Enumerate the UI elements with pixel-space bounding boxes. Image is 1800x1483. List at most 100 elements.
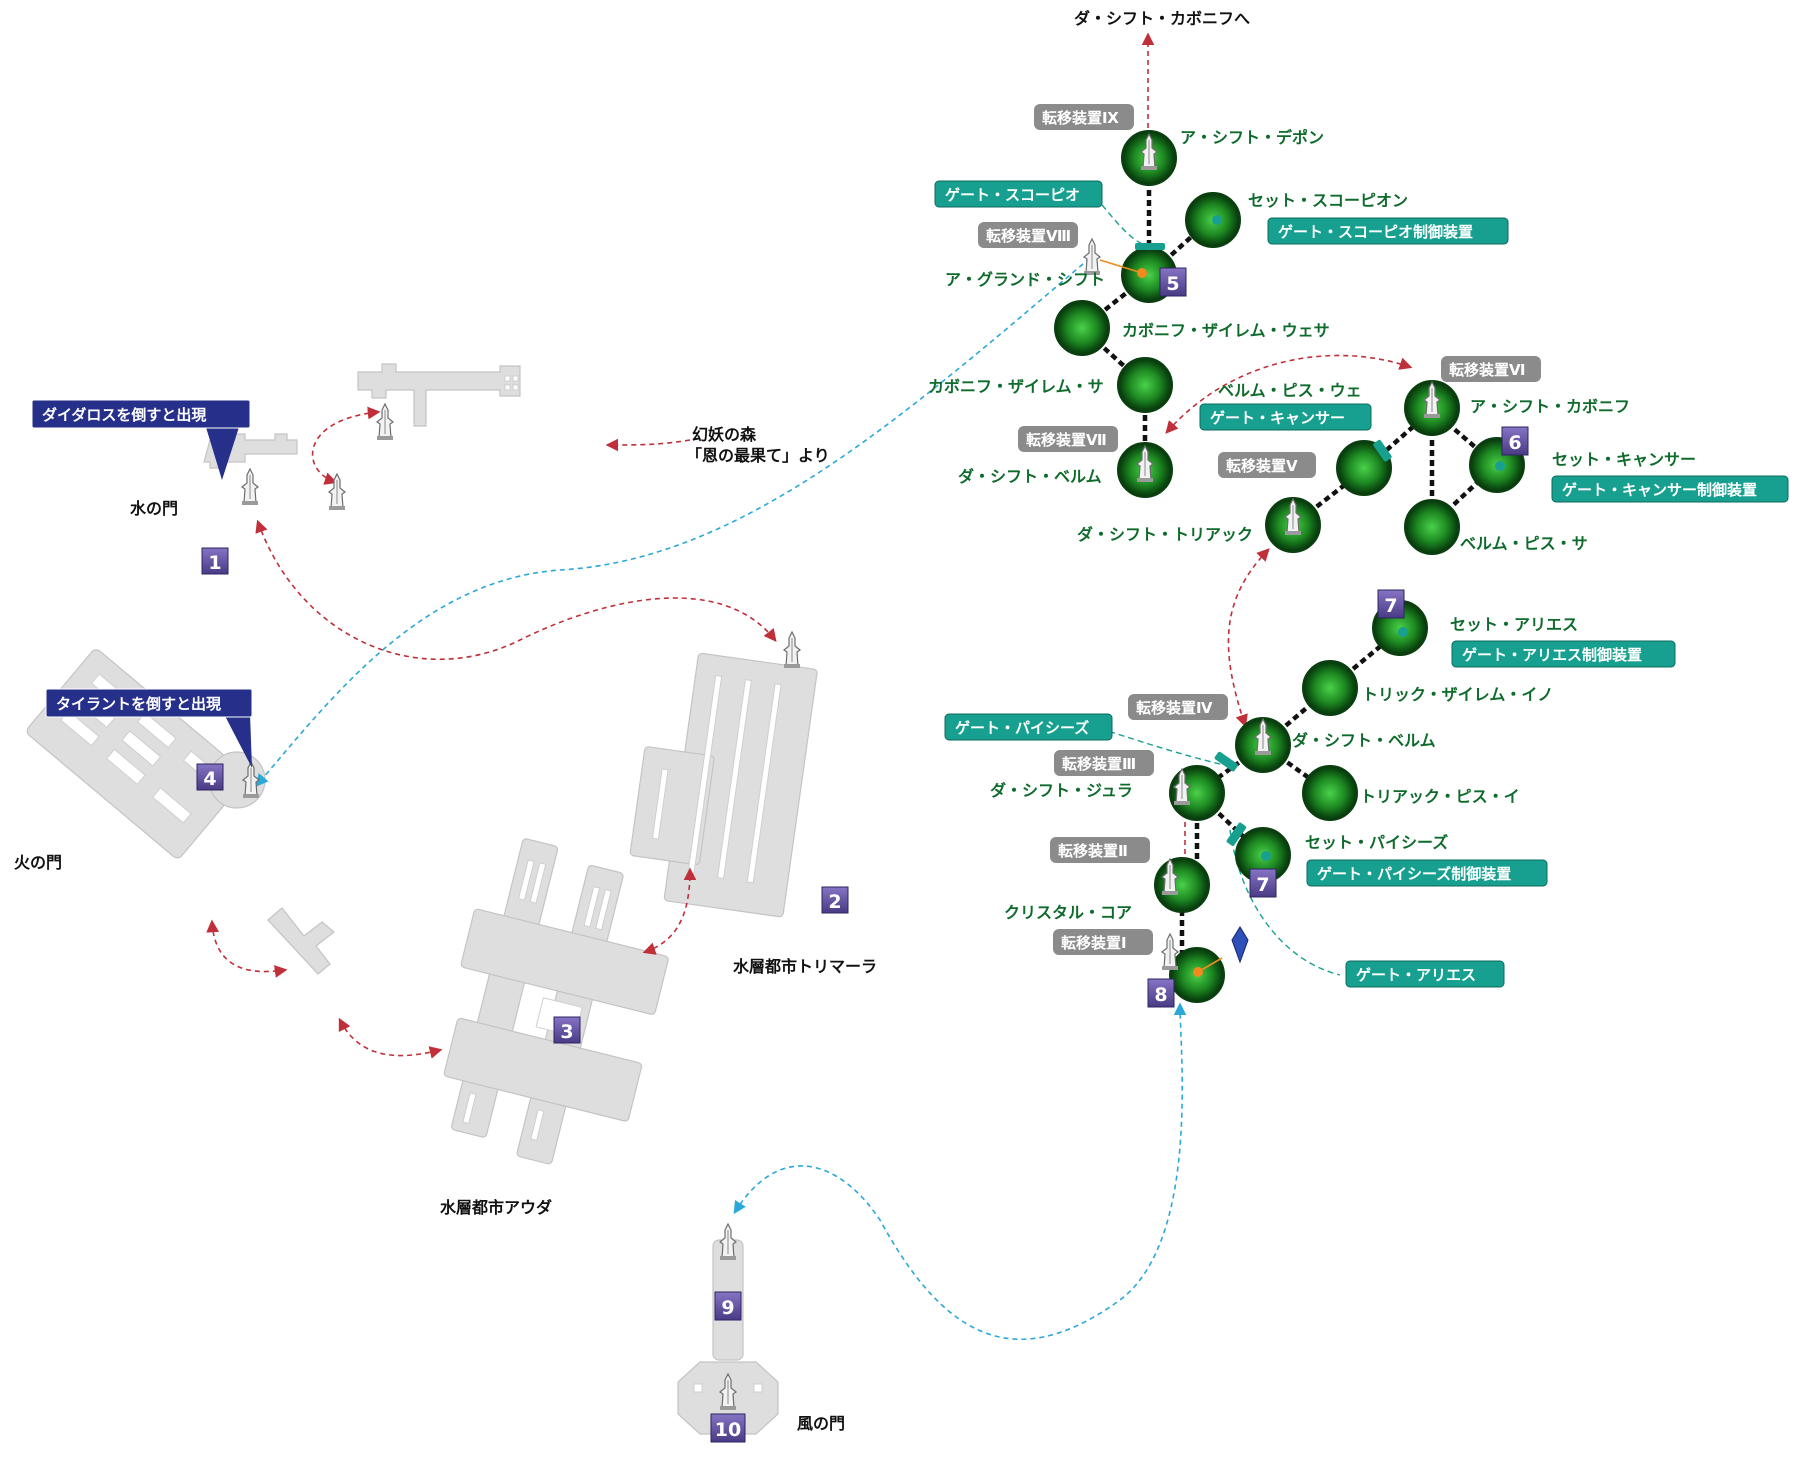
marker-2: 2 (821, 886, 849, 914)
gate-pisces-ctrl: ゲート・パイシーズ制御装置 (1306, 859, 1548, 887)
svg-text:ダイダロスを倒すと出現: ダイダロスを倒すと出現 (42, 406, 206, 424)
svg-text:ゲート・アリエス: ゲート・アリエス (1356, 966, 1476, 984)
svg-text:ダ・シフト・トリアック: ダ・シフト・トリアック (1077, 525, 1253, 544)
callout-daidalos: ダイダロスを倒すと出現 (31, 399, 251, 480)
svg-text:ア・シフト・デポン: ア・シフト・デポン (1180, 128, 1324, 147)
svg-text:転移装置Ⅸ: 転移装置Ⅸ (1042, 109, 1119, 127)
svg-text:ア・グランド・シフト: ア・グランド・シフト (945, 270, 1105, 289)
svg-text:ベルム・ピス・ウェ: ベルム・ピス・ウェ (1218, 381, 1362, 400)
svg-text:転移装置Ⅷ: 転移装置Ⅷ (986, 227, 1071, 245)
node-kabonif-sa (1117, 357, 1173, 413)
svg-text:ダ・シフト・ベルム: ダ・シフト・ベルム (1292, 731, 1436, 750)
svg-text:セット・キャンサー: セット・キャンサー (1552, 450, 1696, 469)
svg-text:転移装置Ⅲ: 転移装置Ⅲ (1062, 755, 1136, 773)
node-triack-pis-i (1302, 765, 1358, 821)
svg-text:7: 7 (1256, 874, 1269, 896)
svg-text:ゲート・パイシーズ: ゲート・パイシーズ (955, 719, 1089, 737)
marker-4: 4 (196, 763, 224, 791)
svg-text:2: 2 (828, 891, 841, 913)
gate-aries-ctrl: ゲート・アリエス制御装置 (1451, 640, 1676, 668)
label-auda: 水層都市アウダ (440, 1198, 552, 1217)
gate-badges: ゲート・スコーピオ ゲート・スコーピオ制御装置 ゲート・キャンサー ゲート・キャ… (934, 180, 1789, 988)
node-bellum-pis-sa (1404, 499, 1460, 555)
svg-text:7: 7 (1384, 595, 1397, 617)
svg-text:8: 8 (1154, 984, 1167, 1006)
gate-bars (1135, 243, 1392, 846)
routes (206, 32, 1413, 1340)
gate-scorpio: ゲート・スコーピオ (934, 180, 1103, 208)
marker-7b: 7 (1249, 868, 1277, 898)
svg-text:10: 10 (715, 1419, 741, 1441)
marker-3: 3 (553, 1016, 581, 1044)
gate-aries: ゲート・アリエス (1345, 960, 1505, 988)
label-to-top: ダ・シフト・カボニフへ (1074, 9, 1250, 28)
svg-text:4: 4 (203, 768, 216, 790)
gate-cancer: ゲート・キャンサー (1199, 403, 1372, 431)
label-wind-gate: 風の門 (797, 1414, 845, 1433)
teleporter-3: 転移装置Ⅲ (1054, 750, 1154, 776)
svg-text:ベルム・ピス・サ: ベルム・ピス・サ (1460, 534, 1588, 553)
label-water-gate: 水の門 (130, 499, 178, 518)
marker-1: 1 (201, 547, 229, 575)
svg-text:ゲート・キャンサー制御装置: ゲート・キャンサー制御装置 (1562, 481, 1757, 499)
corridor-piece (267, 907, 335, 975)
callout-tyrant: タイラントを倒すと出現 (45, 688, 253, 768)
svg-text:1: 1 (208, 552, 221, 574)
water-gate-map (203, 363, 521, 469)
label-from-forest-1: 幻妖の森 (692, 425, 757, 444)
svg-text:ア・シフト・カボニフ: ア・シフト・カボニフ (1470, 397, 1630, 416)
svg-text:転移装置Ⅳ: 転移装置Ⅳ (1136, 699, 1213, 717)
teleporter-2: 転移装置Ⅱ (1050, 837, 1150, 863)
svg-text:ゲート・パイシーズ制御装置: ゲート・パイシーズ制御装置 (1317, 865, 1511, 883)
teleporter-badges: 転移装置Ⅸ 転移装置Ⅷ 転移装置Ⅶ 転移装置Ⅵ 転移装置Ⅴ 転移装置Ⅳ 転移装置… (978, 104, 1541, 955)
svg-text:ゲート・アリエス制御装置: ゲート・アリエス制御装置 (1462, 646, 1642, 664)
node-labels: ア・シフト・デポン セット・スコーピオン ア・グランド・シフト カボニフ・ザイレ… (928, 128, 1696, 922)
svg-text:転移装置Ⅴ: 転移装置Ⅴ (1226, 457, 1298, 475)
svg-text:ダ・シフト・ベルム: ダ・シフト・ベルム (958, 467, 1102, 486)
svg-text:ダ・シフト・ジュラ: ダ・シフト・ジュラ (990, 781, 1133, 800)
label-trimara: 水層都市トリマーラ (733, 957, 877, 976)
svg-text:転移装置Ⅰ: 転移装置Ⅰ (1061, 934, 1127, 952)
svg-text:6: 6 (1508, 432, 1521, 454)
number-markers: 1 2 3 4 5 6 7 7 8 9 10 (196, 267, 1529, 1443)
teleporter-9: 転移装置Ⅸ (1034, 104, 1134, 130)
svg-text:ゲート・キャンサー: ゲート・キャンサー (1210, 409, 1345, 427)
svg-text:カボニフ・ザイレム・ウェサ: カボニフ・ザイレム・ウェサ (1122, 321, 1330, 340)
svg-text:転移装置Ⅶ: 転移装置Ⅶ (1026, 431, 1107, 449)
svg-text:セット・アリエス: セット・アリエス (1450, 615, 1578, 634)
svg-text:転移装置Ⅵ: 転移装置Ⅵ (1449, 361, 1526, 379)
svg-text:トリアック・ピス・イ: トリアック・ピス・イ (1360, 787, 1520, 806)
crystal-icon (1231, 926, 1249, 964)
svg-text:転移装置Ⅱ: 転移装置Ⅱ (1058, 842, 1128, 860)
node-kabonif-wesa (1054, 300, 1110, 356)
svg-text:トリック・ザイレム・イノ: トリック・ザイレム・イノ (1362, 685, 1553, 704)
svg-text:5: 5 (1166, 273, 1179, 295)
svg-text:タイラントを倒すと出現: タイラントを倒すと出現 (56, 695, 221, 713)
marker-7a: 7 (1377, 589, 1405, 619)
svg-text:クリスタル・コア: クリスタル・コア (1004, 903, 1132, 922)
gate-pisces: ゲート・パイシーズ (944, 713, 1113, 741)
teleporter-7: 転移装置Ⅶ (1018, 426, 1118, 452)
node-crystal-middle (1154, 857, 1210, 913)
marker-10: 10 (710, 1413, 746, 1443)
node-bellum-pis-we (1336, 440, 1392, 496)
teleporter-4: 転移装置Ⅳ (1128, 694, 1228, 720)
auda-map (443, 838, 669, 1165)
svg-text:カボニフ・ザイレム・サ: カボニフ・ザイレム・サ (928, 377, 1104, 396)
marker-5: 5 (1159, 267, 1187, 297)
gate-scorpio-ctrl: ゲート・スコーピオ制御装置 (1267, 217, 1509, 245)
svg-text:3: 3 (560, 1021, 573, 1043)
nodes (1054, 130, 1525, 1003)
fire-gate-map (26, 649, 247, 859)
svg-text:ゲート・スコーピオ制御装置: ゲート・スコーピオ制御装置 (1278, 223, 1473, 241)
marker-6: 6 (1501, 426, 1529, 456)
device-dots (1099, 215, 1505, 977)
teleporter-6: 転移装置Ⅵ (1441, 356, 1541, 382)
label-from-forest-2: 「恩の最果て」より (686, 446, 830, 465)
svg-text:9: 9 (721, 1297, 734, 1319)
label-fire-gate: 火の門 (14, 853, 62, 872)
svg-text:ゲート・スコーピオ: ゲート・スコーピオ (945, 186, 1080, 204)
marker-8: 8 (1147, 978, 1175, 1008)
teleporter-1: 転移装置Ⅰ (1053, 929, 1153, 955)
